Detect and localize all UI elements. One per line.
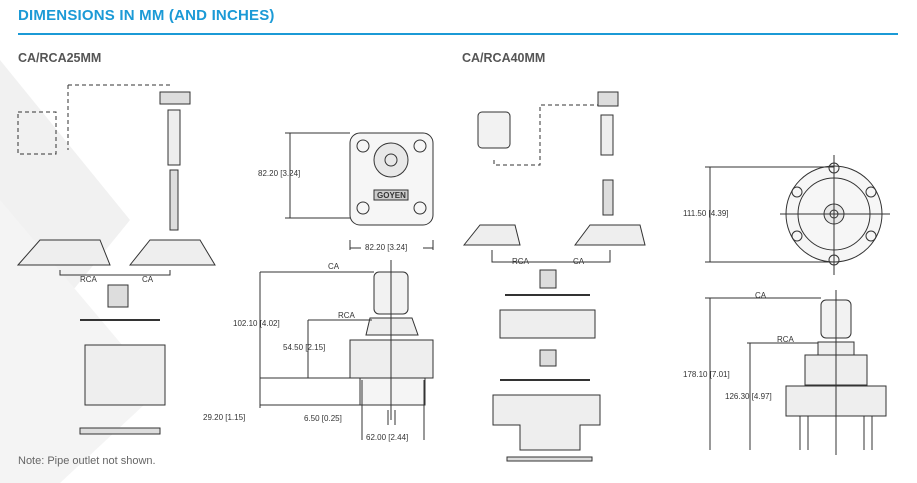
dim-diameter-top-40: 111.50 [4.39] bbox=[683, 209, 729, 218]
footnote: Note: Pipe outlet not shown. bbox=[18, 455, 156, 467]
dim-height-top-25: 82.20 [3.24] bbox=[258, 169, 300, 178]
section-title: DIMENSIONS IN MM (AND INCHES) bbox=[18, 7, 275, 24]
label-ca-exploded-40: CA bbox=[573, 257, 585, 266]
dim-outlet-height-25: 29.20 [1.15] bbox=[203, 413, 245, 422]
dim-stem-25: 6.50 [0.25] bbox=[304, 414, 342, 423]
side-view-40mm: CA RCA 178.10 [7.01] 126.30 [4.97] bbox=[683, 290, 887, 455]
label-rca-exploded-25: RCA bbox=[80, 275, 98, 284]
model-label-25mm: CA/RCA25MM bbox=[18, 51, 102, 65]
dim-width-top-25: 82.20 [3.24] bbox=[365, 243, 407, 252]
brand-goyen: GOYEN bbox=[377, 191, 406, 200]
top-view-40mm: 111.50 [4.39] bbox=[683, 155, 890, 275]
dim-rca-height-25: 54.50 [2.15] bbox=[283, 343, 325, 352]
exploded-view-25mm: RCA CA bbox=[16, 84, 216, 435]
label-rca-exploded-40: RCA bbox=[512, 257, 530, 266]
dim-outlet-width-25: 62.00 [2.44] bbox=[366, 433, 408, 442]
label-rca-side-40: RCA bbox=[777, 335, 795, 344]
side-view-25mm: CA RCA 102.10 [4.02] 54.50 [2.15] 29.20 … bbox=[203, 260, 434, 442]
model-label-40mm: CA/RCA40MM bbox=[462, 51, 546, 65]
label-rca-side-25: RCA bbox=[338, 311, 356, 320]
exploded-view-40mm: RCA CA bbox=[462, 91, 646, 462]
label-ca-side-40: CA bbox=[755, 291, 767, 300]
label-ca-side-25: CA bbox=[328, 262, 340, 271]
dim-total-height-40: 178.10 [7.01] bbox=[683, 370, 730, 379]
title-rule bbox=[18, 33, 898, 35]
top-view-25mm: GOYEN 82.20 [3.24] 82.20 [3.24] bbox=[258, 132, 434, 253]
label-ca-exploded-25: CA bbox=[142, 275, 154, 284]
dim-total-height-25: 102.10 [4.02] bbox=[233, 319, 280, 328]
dim-rca-height-40: 126.30 [4.97] bbox=[725, 392, 772, 401]
